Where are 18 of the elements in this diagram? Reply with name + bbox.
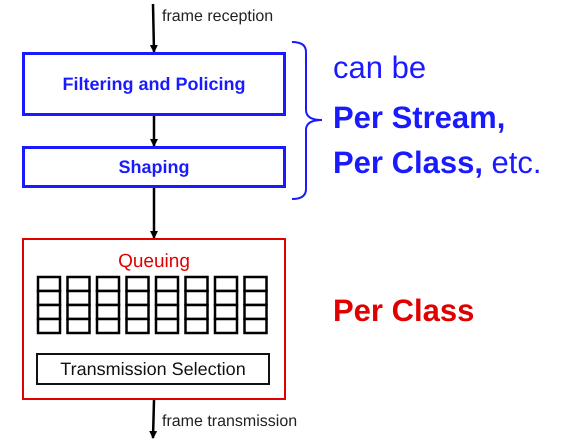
box-label: Filtering and Policing <box>61 72 246 96</box>
note-text: Per Class, etc. <box>333 147 542 178</box>
selection-box <box>36 353 270 385</box>
box-label: Transmission Selection <box>59 358 247 380</box>
process-box <box>22 238 286 400</box>
process-box <box>22 52 286 116</box>
arrow <box>149 400 158 439</box>
arrow <box>150 4 158 53</box>
note-text: Per Class <box>333 295 474 326</box>
process-box <box>22 146 286 188</box>
box-label: Shaping <box>118 156 190 178</box>
edge-label: frame reception <box>162 9 274 25</box>
note-text: can be <box>333 52 426 83</box>
arrow <box>150 116 158 147</box>
box-heading: Queuing <box>117 250 191 274</box>
arrow <box>150 188 158 239</box>
edge-label: frame transmission <box>162 414 298 430</box>
note-text: Per Stream, <box>333 102 506 133</box>
